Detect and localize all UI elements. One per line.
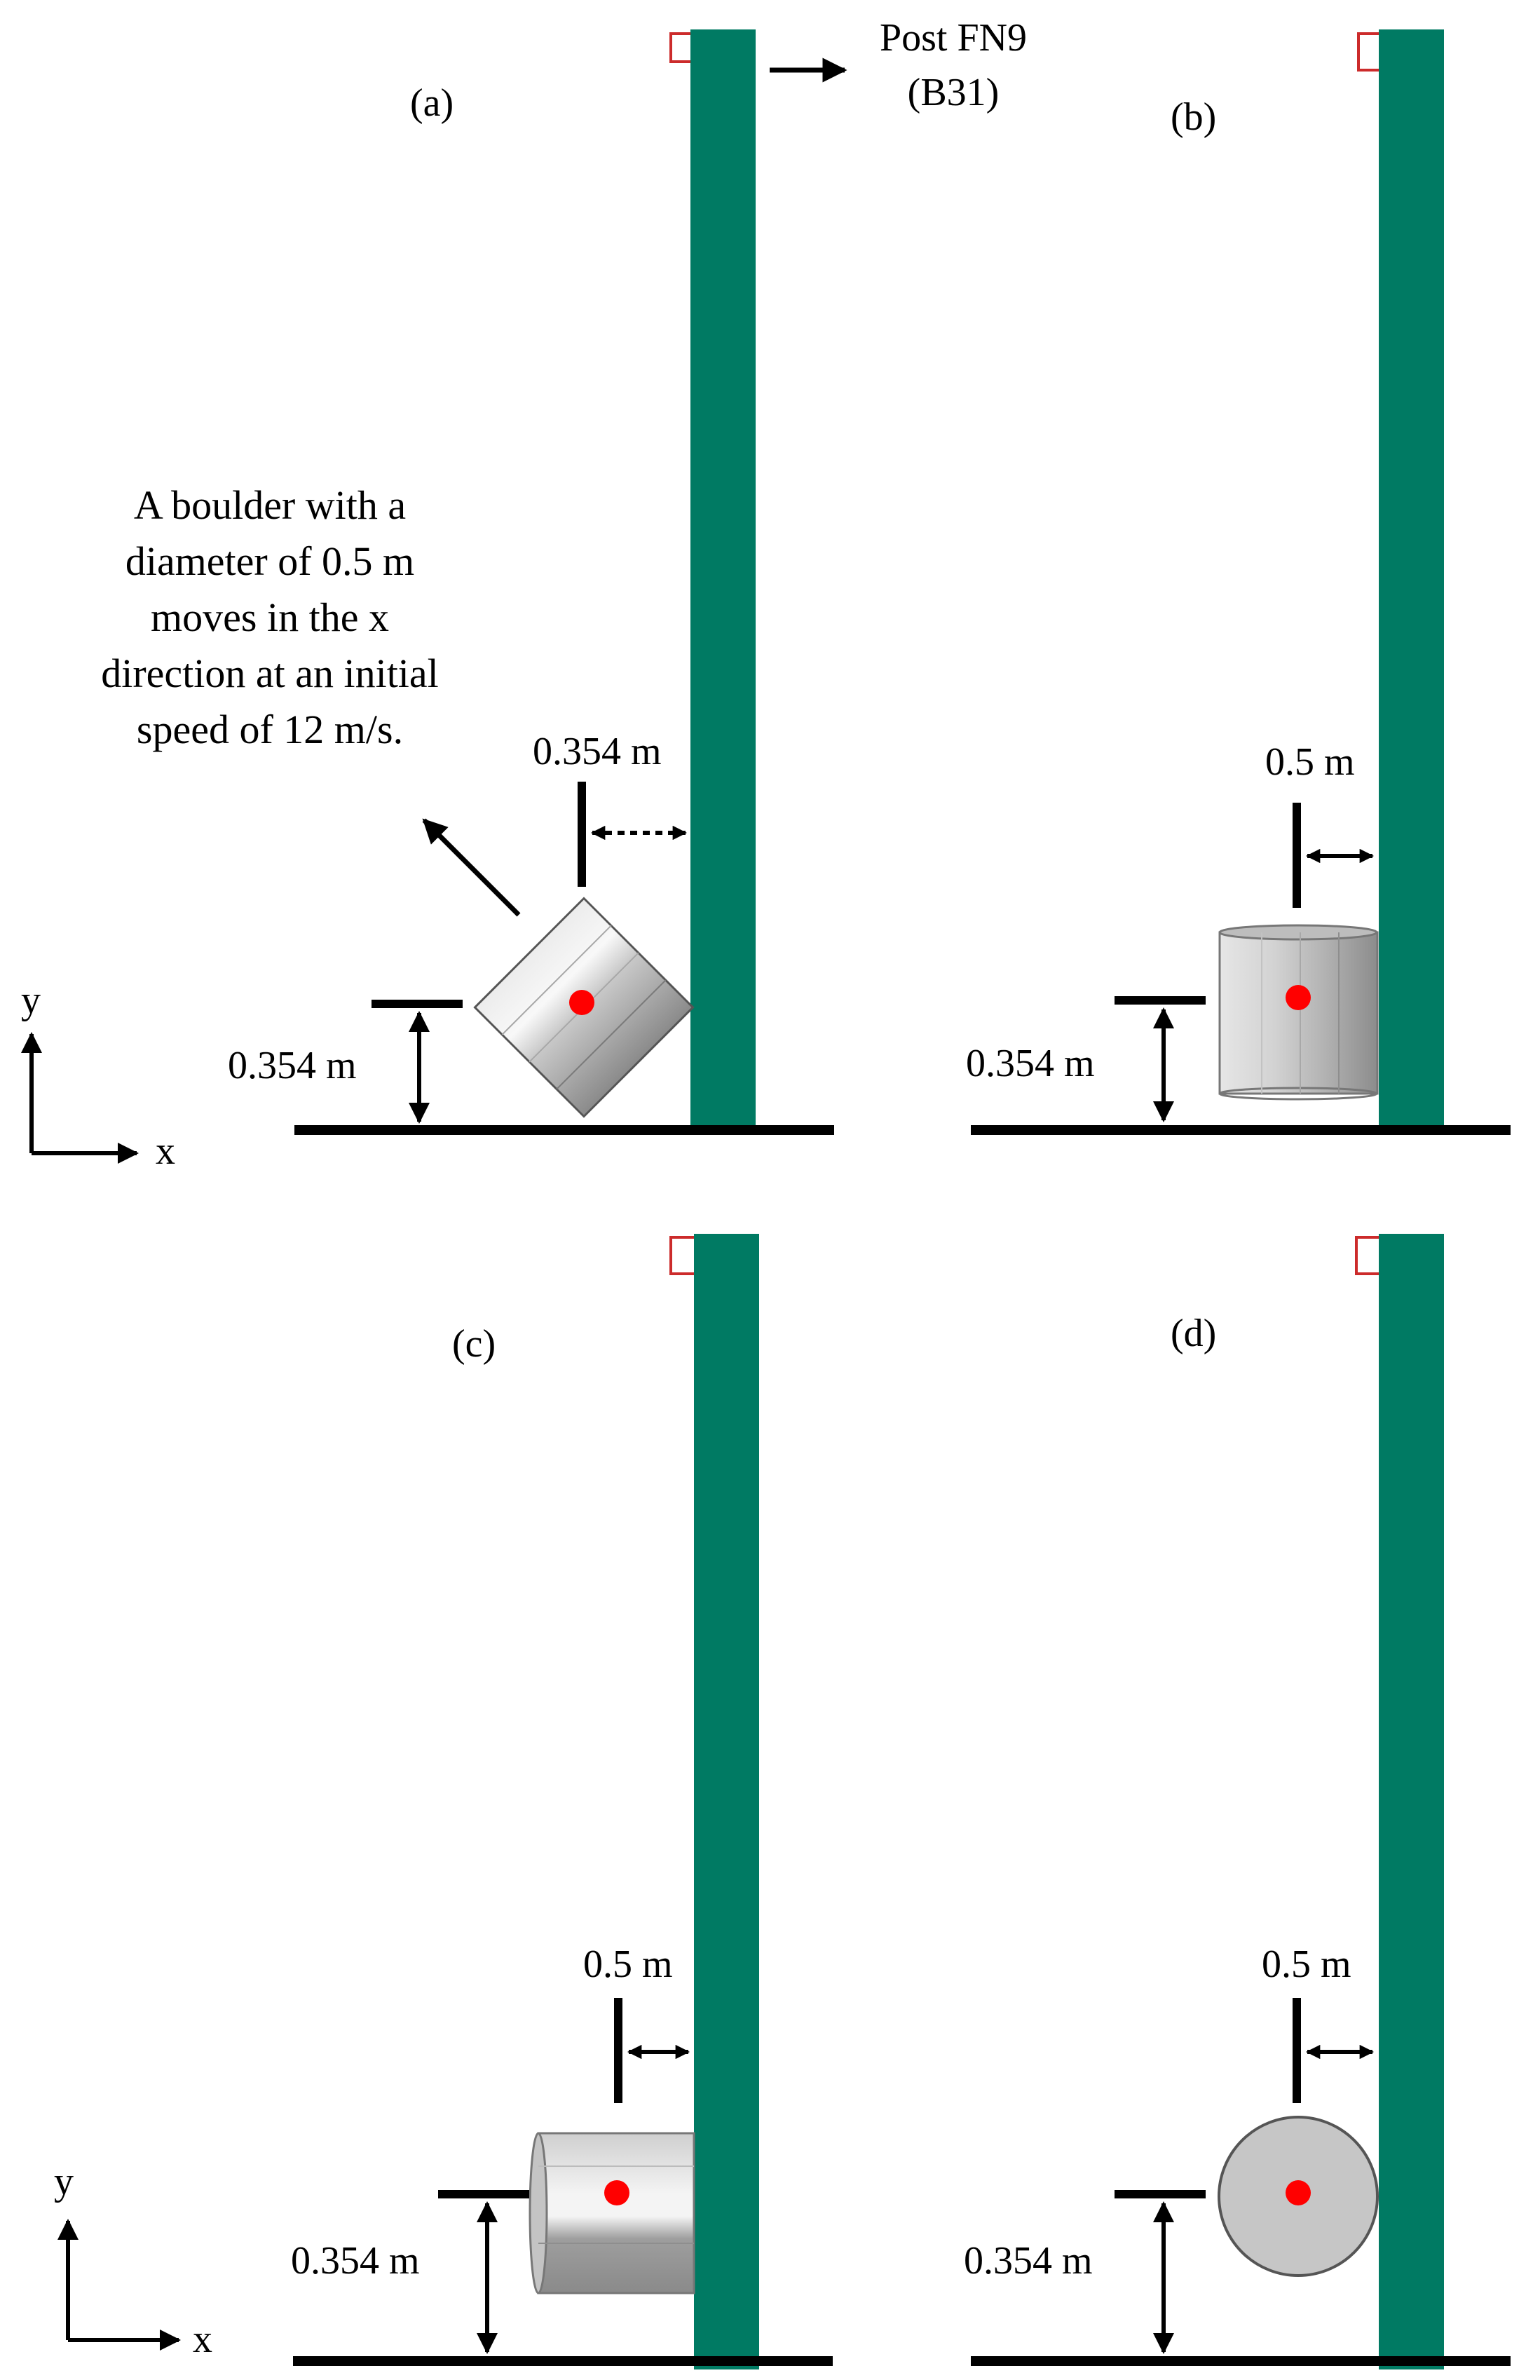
post-label: Post FN9	[880, 16, 1027, 60]
boulder-note-pointer	[422, 818, 521, 917]
panel-c-label: (c)	[452, 1322, 496, 1366]
height-label-b: 0.354 m	[966, 1042, 1095, 1085]
height-label-a: 0.354 m	[228, 1044, 357, 1087]
post-fn9	[1379, 29, 1444, 1129]
boulder-note-line-5: speed of 12 m/s.	[137, 707, 403, 752]
panel-d: (d) 0.5 m 0.354 m	[964, 1234, 1511, 2369]
x-axis-label: x	[193, 2318, 212, 2361]
post-fn9	[690, 29, 756, 1129]
panel-a: (a) Post FN9 (B31) A boulder with a diam…	[21, 16, 1027, 1173]
boulder-centroid-a	[569, 990, 594, 1015]
y-axis-label: y	[21, 979, 41, 1022]
boulder-note: A boulder with a diameter of 0.5 m moves…	[101, 482, 439, 752]
gap-label-d: 0.5 m	[1262, 1943, 1351, 1986]
boulder-centroid-c	[604, 2180, 629, 2205]
y-axis-label: y	[54, 2160, 74, 2203]
post-element-label: (B31)	[908, 71, 1000, 114]
boulder-note-line-1: A boulder with a	[134, 482, 406, 528]
boulder-upright	[1218, 924, 1379, 1101]
panel-b-label: (b)	[1171, 95, 1216, 139]
boulder-note-line-4: direction at an initial	[101, 651, 439, 696]
boulder-note-line-3: moves in the x	[151, 594, 389, 640]
gap-label-b: 0.5 m	[1265, 740, 1355, 784]
boulder-note-line-2: diameter of 0.5 m	[125, 538, 414, 584]
post-fn9	[694, 1234, 759, 2369]
x-axis-label: x	[156, 1129, 175, 1173]
panel-d-label: (d)	[1171, 1312, 1216, 1355]
axis-triad-top: y x	[21, 979, 175, 1173]
panel-b: (b) 0.5 m 0.354 m	[966, 29, 1511, 1135]
axis-triad-bottom: y x	[54, 2160, 212, 2361]
post-fn9	[1379, 1234, 1444, 2369]
height-label-d: 0.354 m	[964, 2239, 1093, 2283]
boulder-lying	[529, 2132, 695, 2294]
panel-a-label: (a)	[410, 81, 454, 125]
gap-label-a: 0.354 m	[533, 730, 662, 773]
gap-label-c: 0.5 m	[583, 1943, 673, 1986]
height-label-c: 0.354 m	[291, 2239, 420, 2283]
boulder-centroid-d	[1286, 2180, 1311, 2205]
panel-c: (c) 0.5 m 0.354 m y x	[54, 1234, 833, 2369]
boulder-centroid-b	[1286, 985, 1311, 1010]
